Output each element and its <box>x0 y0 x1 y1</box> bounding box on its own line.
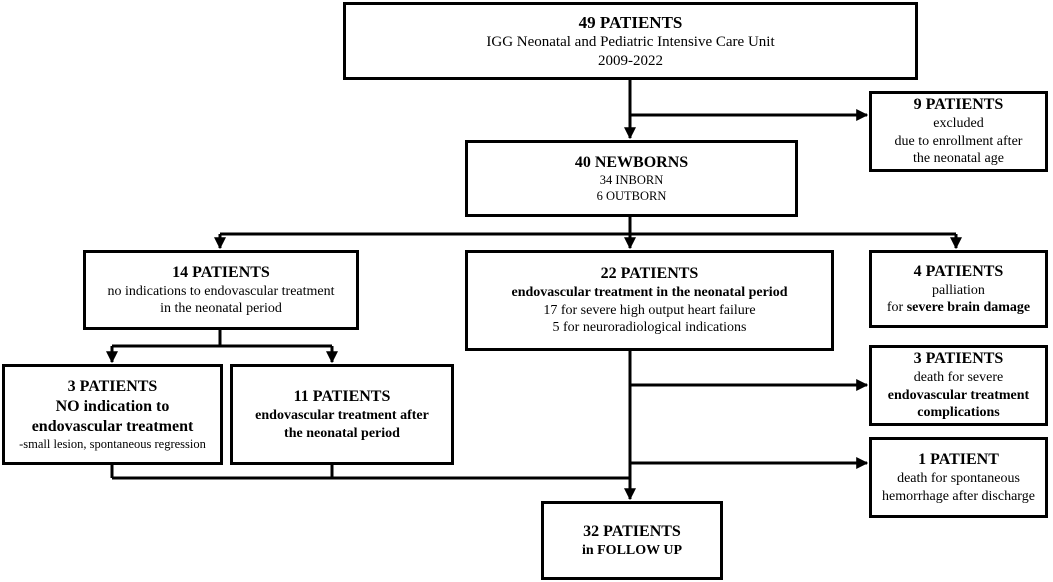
excluded-title: 9 PATIENTS <box>913 96 1004 114</box>
excluded-box: 9 PATIENTS excluded due to enrollment af… <box>869 91 1048 172</box>
no-indication-sub-line2: endovascular treatment <box>31 417 194 435</box>
hemorrhage-title: 1 PATIENT <box>918 451 999 468</box>
total-title: 49 PATIENTS <box>578 12 683 32</box>
endovascular-line3: 5 for neuroradiological indications <box>552 320 747 336</box>
follow-up-title: 32 PATIENTS <box>583 522 681 540</box>
no-indication-line1: no indications to endovascular treatment <box>107 283 335 299</box>
after-neonatal-title: 11 PATIENTS <box>293 388 391 405</box>
total-line2: 2009-2022 <box>598 52 663 69</box>
endovascular-box: 22 PATIENTS endovascular treatment in th… <box>465 250 834 351</box>
palliation-line1: palliation <box>932 282 985 298</box>
after-neonatal-line1: endovascular treatment after <box>255 408 429 423</box>
excluded-line1: excluded <box>933 116 984 132</box>
after-neonatal-box: 11 PATIENTS endovascular treatment after… <box>230 364 454 465</box>
hemorrhage-line1: death for spontaneous <box>897 471 1020 486</box>
complications-box: 3 PATIENTS death for severe endovascular… <box>869 345 1048 426</box>
hemorrhage-box: 1 PATIENT death for spontaneous hemorrha… <box>869 437 1048 518</box>
no-indication-box: 14 PATIENTS no indications to endovascul… <box>83 250 359 330</box>
newborns-line1: 34 INBORN <box>599 172 664 187</box>
endovascular-line1: endovascular treatment in the neonatal p… <box>511 285 788 301</box>
total-patients-box: 49 PATIENTS IGG Neonatal and Pediatric I… <box>343 2 918 80</box>
palliation-line2-bold: severe brain damage <box>906 300 1031 315</box>
hemorrhage-line2: hemorrhage after discharge <box>882 488 1035 504</box>
newborns-box: 40 NEWBORNS 34 INBORN 6 OUTBORN <box>465 140 798 217</box>
no-indication-sub-line3: -small lesion, spontaneous regression <box>19 436 206 451</box>
no-indication-title: 14 PATIENTS <box>172 263 270 281</box>
endovascular-title: 22 PATIENTS <box>600 265 699 283</box>
newborns-line2: 6 OUTBORN <box>596 188 667 203</box>
complications-line3: complications <box>917 405 1000 421</box>
palliation-title: 4 PATIENTS <box>913 262 1004 280</box>
palliation-line2: for severe brain damage <box>887 299 1030 317</box>
excluded-line3: the neonatal age <box>913 151 1004 167</box>
palliation-line2-prefix: for <box>886 300 904 315</box>
newborns-title: 40 NEWBORNS <box>574 153 689 171</box>
endovascular-line2: 17 for severe high output heart failure <box>543 302 756 318</box>
total-line1: IGG Neonatal and Pediatric Intensive Car… <box>486 33 775 50</box>
follow-up-line1: in FOLLOW UP <box>581 542 683 558</box>
no-indication-sub-box: 3 PATIENTS NO indication to endovascular… <box>2 364 223 465</box>
no-indication-sub-line1: NO indication to <box>55 397 170 415</box>
no-indication-line2: in the neonatal period <box>160 301 282 316</box>
palliation-box: 4 PATIENTS palliation for severe brain d… <box>869 250 1048 328</box>
follow-up-box: 32 PATIENTS in FOLLOW UP <box>541 501 723 580</box>
complications-line1: death for severe <box>913 370 1004 386</box>
complications-title: 3 PATIENTS <box>913 350 1004 368</box>
excluded-line2: due to enrollment after <box>894 133 1023 149</box>
no-indication-sub-title: 3 PATIENTS <box>67 377 158 395</box>
after-neonatal-line2: the neonatal period <box>284 425 400 441</box>
complications-line2: endovascular treatment <box>887 387 1030 403</box>
